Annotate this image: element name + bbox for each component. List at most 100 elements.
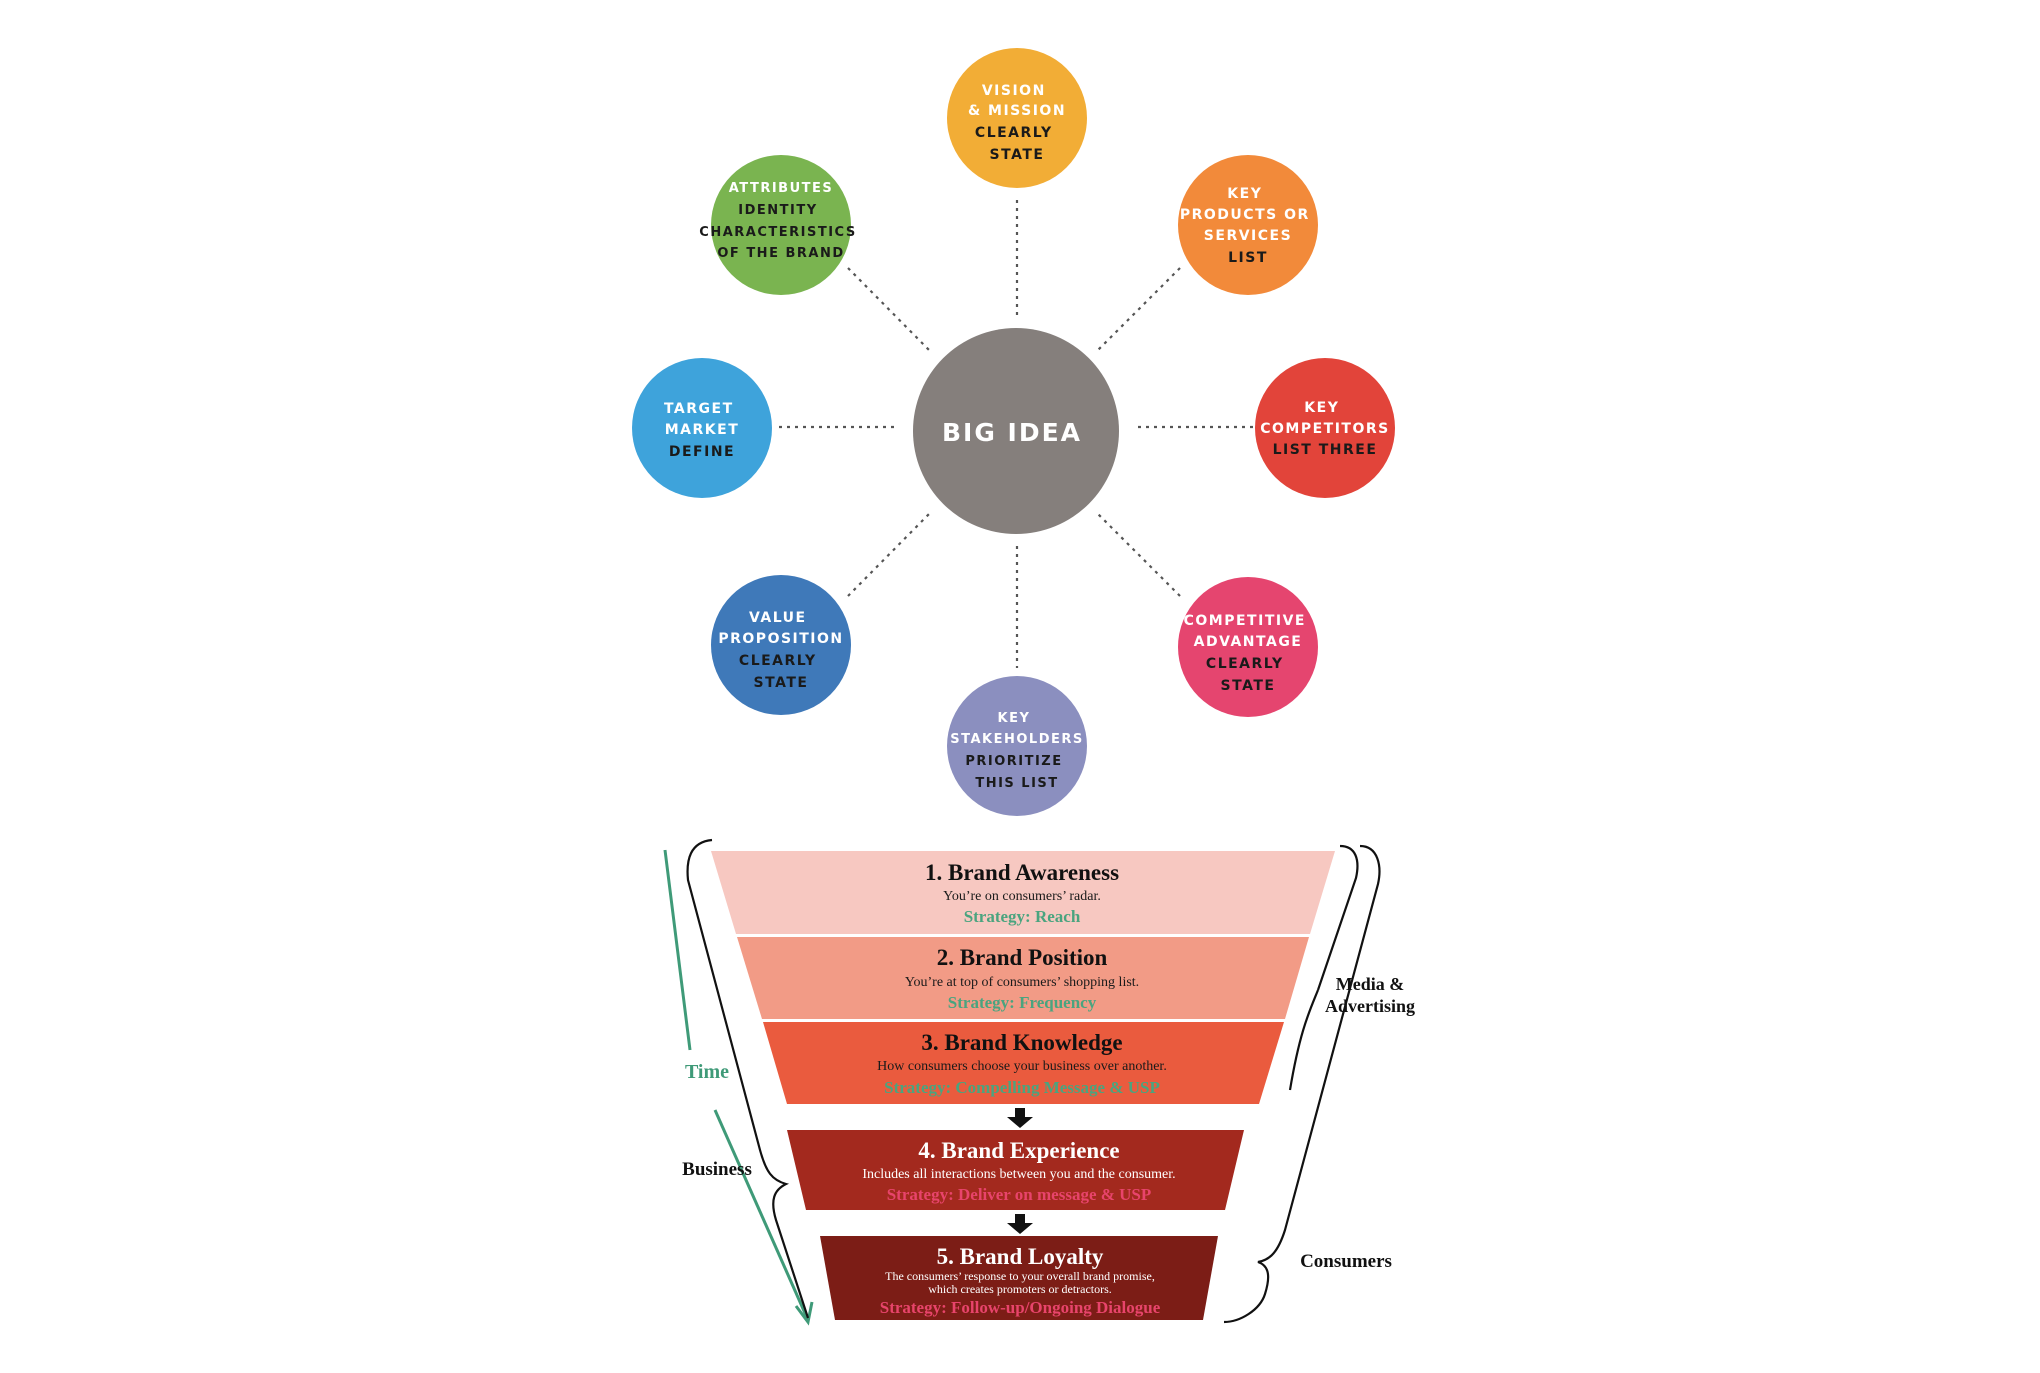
funnel-stage-strategy-5: Strategy: Follow-up/Ongoing Dialogue xyxy=(880,1298,1161,1317)
spoke-sub-competitors-1: LIST THREE xyxy=(1273,442,1378,458)
connector-advantage xyxy=(1095,511,1181,597)
svg-text:LIST THREE: LIST THREE xyxy=(1273,442,1378,458)
svg-text:KEY PRODUCTS OR: KEY PRODUCTS OR SERVICES xyxy=(1180,186,1316,244)
funnel-stage-desc-1: You’re on consumers’ radar. xyxy=(943,889,1101,904)
spoke-circle-value xyxy=(711,575,851,715)
spoke-sub-vision-1: CLEARLY xyxy=(975,125,1053,141)
svg-text:CLEARLY STATE: CLEARLY STATE xyxy=(739,653,823,691)
funnel-stage-5: 5. Brand Loyalty The consumers’ response… xyxy=(820,1236,1218,1320)
svg-text:LIST: LIST xyxy=(1228,250,1268,266)
spoke-node-attributes: ATTRIBUTES IDENTITY CHARACTERISTICS OF T… xyxy=(699,155,862,295)
hub-node: BIG IDEA xyxy=(913,328,1119,534)
spoke-sub-attributes-3: OF THE BRAND xyxy=(717,246,844,261)
spoke-sub-stakeholders-2: THIS LIST xyxy=(975,776,1058,791)
business-brace xyxy=(686,838,810,1319)
funnel-stage-4: 4. Brand Experience Includes all interac… xyxy=(787,1130,1244,1210)
spoke-node-value: VALUE PROPOSITION CLEARLY STATE xyxy=(711,575,851,715)
arrow-down-icon xyxy=(1007,1214,1033,1234)
spoke-title-stakeholders-1: KEY xyxy=(998,711,1031,726)
spoke-sub-advantage-1: CLEARLY xyxy=(1206,656,1284,672)
spoke-title-vision-2: & MISSION xyxy=(968,103,1066,119)
spoke-title-attributes-1: ATTRIBUTES xyxy=(729,181,834,196)
spoke-node-competitors: KEY COMPETITORS LIST THREE xyxy=(1255,358,1395,498)
media-label-line2: Advertising xyxy=(1325,996,1415,1016)
consumers-brace xyxy=(1223,844,1381,1324)
spoke-node-stakeholders: KEY STAKEHOLDERS PRIORITIZE THIS LIST xyxy=(947,676,1087,816)
funnel-stage-strategy-2: Strategy: Frequency xyxy=(948,993,1097,1012)
svg-text:ATTRIBUTES: ATTRIBUTES xyxy=(729,181,834,196)
funnel-stage-2: 2. Brand Position You’re at top of consu… xyxy=(737,937,1309,1019)
brand-funnel: 1. Brand Awareness You’re on consumers’ … xyxy=(663,838,1415,1326)
spoke-sub-value-1: CLEARLY xyxy=(739,653,817,669)
spoke-node-products: KEY PRODUCTS OR SERVICES LIST xyxy=(1178,155,1318,295)
spoke-title-competitors-2: COMPETITORS xyxy=(1260,421,1390,437)
funnel-stage-desc-5b: which creates promoters or detractors. xyxy=(928,1282,1112,1296)
spoke-title-vision-1: VISION xyxy=(982,83,1046,99)
spoke-title-products-1: KEY xyxy=(1227,186,1262,202)
spoke-title-value-2: PROPOSITION xyxy=(718,631,843,647)
funnel-band-3 xyxy=(763,1022,1284,1104)
spoke-sub-target-1: DEFINE xyxy=(669,444,735,460)
funnel-stage-strategy-4: Strategy: Deliver on message & USP xyxy=(887,1185,1152,1204)
funnel-stage-desc-2: You’re at top of consumers’ shopping lis… xyxy=(905,975,1139,990)
svg-text:PRIORITIZE THIS LIST: PRIORITIZE THIS LIST xyxy=(965,754,1068,791)
svg-text:CLEARLY STATE: CLEARLY STATE xyxy=(975,125,1059,163)
spoke-circle-target xyxy=(632,358,772,498)
svg-text:VISION & MISSION: VISION & MISSION xyxy=(968,83,1066,119)
connector-value xyxy=(847,511,932,597)
consumers-label: Consumers xyxy=(1300,1251,1392,1272)
spoke-sub-attributes-2: CHARACTERISTICS xyxy=(699,225,856,240)
funnel-stage-desc-4: Includes all interactions between you an… xyxy=(862,1167,1175,1182)
svg-text:IDENTITY CHARACTERISTI: IDENTITY CHARACTERISTICS OF THE BRAND xyxy=(699,203,862,261)
spoke-sub-stakeholders-1: PRIORITIZE xyxy=(965,754,1062,769)
spoke-node-vision: VISION & MISSION CLEARLY STATE xyxy=(947,48,1087,188)
funnel-stage-3: 3. Brand Knowledge How consumers choose … xyxy=(763,1022,1284,1104)
spoke-circle-competitors xyxy=(1255,358,1395,498)
spoke-title-products-2: PRODUCTS OR xyxy=(1180,207,1310,223)
svg-text:CLEARLY STATE: CLEARLY STATE xyxy=(1206,656,1290,694)
spoke-circle-stakeholders xyxy=(947,676,1087,816)
spoke-title-competitors-1: KEY xyxy=(1304,400,1339,416)
hub-label: BIG IDEA xyxy=(942,418,1082,447)
funnel-stage-1: 1. Brand Awareness You’re on consumers’ … xyxy=(711,851,1335,934)
spoke-sub-products-1: LIST xyxy=(1228,250,1268,266)
spoke-connectors xyxy=(779,200,1253,668)
spoke-title-products-3: SERVICES xyxy=(1204,228,1292,244)
funnel-band-5 xyxy=(820,1236,1218,1320)
funnel-stage-desc-3: How consumers choose your business over … xyxy=(877,1059,1167,1074)
svg-text:COMPETITIVE ADVANTAGE: COMPETITIVE ADVANTAGE xyxy=(1184,613,1313,650)
svg-text:KEY STAKEHOLDERS: KEY STAKEHOLDERS xyxy=(950,711,1084,747)
spoke-sub-attributes-1: IDENTITY xyxy=(738,203,817,218)
time-label: Time xyxy=(685,1061,729,1083)
hub-circle xyxy=(913,328,1119,534)
svg-text:VALUE PROPOSITION: VALUE PROPOSITION xyxy=(718,610,843,647)
spoke-node-target: TARGET MARKET DEFINE xyxy=(632,358,772,498)
funnel-stage-title-5: 5. Brand Loyalty xyxy=(937,1244,1104,1269)
spoke-title-stakeholders-2: STAKEHOLDERS xyxy=(950,732,1084,747)
spoke-circle-advantage xyxy=(1178,577,1318,717)
funnel-stage-title-3: 3. Brand Knowledge xyxy=(921,1030,1122,1055)
svg-text:TARGET MARKET: TARGET MARKET xyxy=(664,401,740,438)
media-label-line1: Media & xyxy=(1336,974,1404,994)
spoke-sub-vision-2: STATE xyxy=(990,147,1045,163)
spoke-node-advantage: COMPETITIVE ADVANTAGE CLEARLY STATE xyxy=(1178,577,1318,717)
media-brace-inner xyxy=(1288,989,1320,1091)
svg-text:DEFINE: DEFINE xyxy=(669,444,735,460)
funnel-stage-strategy-1: Strategy: Reach xyxy=(964,907,1081,926)
funnel-stage-desc-5a: The consumers’ response to your overall … xyxy=(885,1269,1155,1283)
funnel-band-4 xyxy=(787,1130,1244,1210)
funnel-stage-title-1: 1. Brand Awareness xyxy=(925,860,1119,885)
spoke-circle-vision xyxy=(947,48,1087,188)
funnel-band-2 xyxy=(737,937,1309,1019)
funnel-stage-title-2: 2. Brand Position xyxy=(937,945,1108,970)
spoke-sub-advantage-2: STATE xyxy=(1221,678,1276,694)
spoke-circle-products xyxy=(1178,155,1318,295)
funnel-stage-strategy-3: Strategy: Compelling Message & USP xyxy=(884,1078,1160,1097)
spoke-title-value-1: VALUE xyxy=(749,610,807,626)
arrow-down-icon xyxy=(1007,1108,1033,1128)
connector-attributes xyxy=(847,267,932,353)
spoke-title-advantage-1: COMPETITIVE xyxy=(1184,613,1306,629)
business-label: Business xyxy=(682,1159,752,1180)
